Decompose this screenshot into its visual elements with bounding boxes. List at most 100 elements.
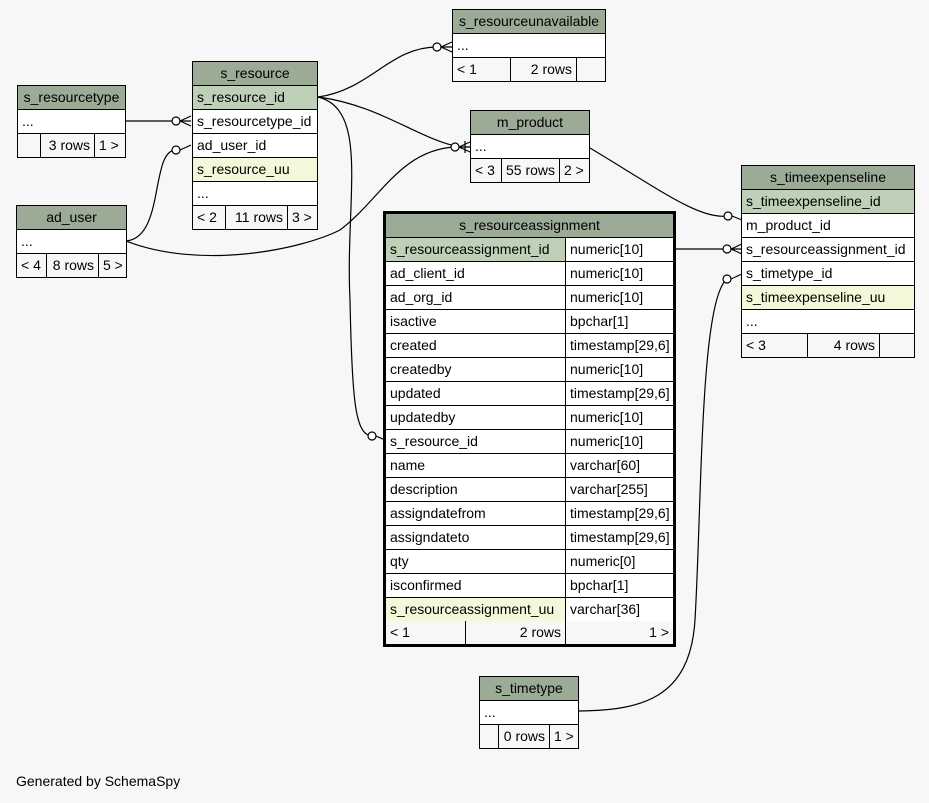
column-name: assigndateto	[390, 529, 470, 545]
column-name: ad_client_id	[390, 265, 465, 281]
column-name: s_resourceassignment_uu	[386, 598, 565, 621]
column-type: bpchar[1]	[565, 574, 673, 597]
column-name: s_resource_id	[390, 433, 478, 449]
table-s_resource[interactable]: s_resource s_resource_id s_resourcetype_…	[192, 61, 318, 230]
column: ad_user_id	[197, 137, 267, 153]
column-ellipsis: ...	[21, 233, 33, 249]
column-uu: s_resource_uu	[197, 161, 290, 177]
column-row: created timestamp[29,6]	[386, 334, 673, 358]
table-title: ad_user	[17, 206, 126, 230]
parents-count: < 2	[197, 209, 217, 225]
column-name: created	[390, 337, 437, 353]
table-title: s_timetype	[480, 677, 578, 701]
column-type: timestamp[29,6]	[565, 334, 673, 357]
edge-end-circle	[367, 431, 377, 441]
table-title: m_product	[471, 111, 589, 135]
table-title: s_resourceassignment	[386, 214, 673, 238]
parents-count: < 1	[390, 624, 410, 640]
column-type: varchar[60]	[565, 454, 673, 477]
crowfoot	[179, 115, 192, 127]
column-name: createdby	[390, 361, 452, 377]
parents-count: < 3	[746, 337, 766, 353]
crowfoot	[458, 141, 471, 153]
column-type: numeric[10]	[565, 262, 673, 285]
column-name: qty	[390, 553, 409, 569]
children-count: 1 >	[549, 725, 578, 748]
row-count: 55 rows	[501, 159, 559, 182]
column-ellipsis: ...	[457, 37, 469, 53]
column-name: description	[390, 481, 458, 497]
children-count	[879, 334, 914, 357]
edge-end-circle	[171, 145, 181, 155]
column-type: numeric[10]	[565, 358, 673, 381]
column-type: timestamp[29,6]	[565, 382, 673, 405]
column-type: timestamp[29,6]	[565, 526, 673, 549]
column-name: assigndatefrom	[390, 505, 486, 521]
column-name: updatedby	[390, 409, 456, 425]
column-name: ad_org_id	[390, 289, 453, 305]
edge-end-circle	[171, 116, 181, 126]
edge-end-circle	[432, 42, 442, 52]
table-title: s_resourcetype	[18, 86, 125, 110]
table-title: s_timeexpenseline	[742, 166, 914, 190]
column-row: createdby numeric[10]	[386, 358, 673, 382]
row-count: 2 rows	[510, 58, 576, 81]
children-count: 1 >	[565, 621, 673, 644]
table-s_resourceunavailable[interactable]: s_resourceunavailable ... < 1 2 rows	[452, 9, 606, 82]
column-name: isconfirmed	[390, 577, 462, 593]
parents-count: < 1	[457, 61, 477, 77]
column-name: name	[390, 457, 426, 473]
column-name: isactive	[390, 313, 437, 329]
column-ellipsis: ...	[22, 113, 34, 129]
column-type: varchar[36]	[565, 598, 673, 621]
column-type: timestamp[29,6]	[565, 502, 673, 525]
children-count: 3 >	[287, 206, 317, 229]
edge-end-circle	[450, 142, 460, 152]
crowfoot	[731, 215, 743, 221]
column-type: numeric[10]	[565, 238, 673, 261]
children-count	[576, 58, 605, 81]
children-count: 5 >	[98, 254, 126, 277]
column-type: numeric[10]	[565, 406, 673, 429]
children-count: 2 >	[559, 159, 589, 182]
crowfoot	[730, 273, 743, 280]
row-count: 2 rows	[465, 621, 565, 644]
parents-count	[18, 134, 40, 157]
column-name: s_resourceassignment_id	[386, 238, 565, 261]
table-s_timetype[interactable]: s_timetype ... 0 rows 1 >	[479, 676, 579, 749]
column: s_resourcetype_id	[197, 113, 312, 129]
edge-end-circle	[722, 244, 732, 254]
edge-end-circle	[722, 274, 732, 284]
table-m_product[interactable]: m_product ... < 3 55 rows 2 >	[470, 110, 590, 183]
column-name: updated	[390, 385, 441, 401]
edge-resource-assignment	[317, 96, 373, 437]
edge-resource-product	[317, 96, 461, 148]
table-s_timeexpenseline[interactable]: s_timeexpenseline s_timeexpenseline_id m…	[741, 165, 915, 358]
table-s_resourcetype[interactable]: s_resourcetype ... 3 rows 1 >	[17, 85, 126, 158]
crowfoot	[179, 144, 192, 151]
parents-count: < 3	[475, 162, 495, 178]
parents-count: < 4	[21, 257, 41, 273]
edge-end-circle	[723, 211, 733, 221]
row-count: 3 rows	[40, 134, 94, 157]
edge-resource-unavailable	[317, 46, 438, 98]
column: m_product_id	[746, 217, 831, 233]
column-row: updated timestamp[29,6]	[386, 382, 673, 406]
column-type: numeric[0]	[565, 550, 673, 573]
row-count: 11 rows	[225, 206, 287, 229]
row-count: 0 rows	[498, 725, 549, 748]
column-type: numeric[10]	[565, 286, 673, 309]
column-row: ad_org_id numeric[10]	[386, 286, 673, 310]
table-s_resourceassignment[interactable]: s_resourceassignment s_resourceassignmen…	[383, 211, 676, 647]
edge-aduser-resource	[125, 149, 177, 242]
table-ad_user[interactable]: ad_user ... < 4 8 rows 5 >	[16, 205, 127, 278]
column-row: isconfirmed bpchar[1]	[386, 574, 673, 598]
column-ellipsis: ...	[746, 313, 758, 329]
column-ellipsis: ...	[197, 185, 209, 201]
row-count: 4 rows	[807, 334, 879, 357]
column-uu: s_timeexpenseline_uu	[746, 289, 886, 305]
